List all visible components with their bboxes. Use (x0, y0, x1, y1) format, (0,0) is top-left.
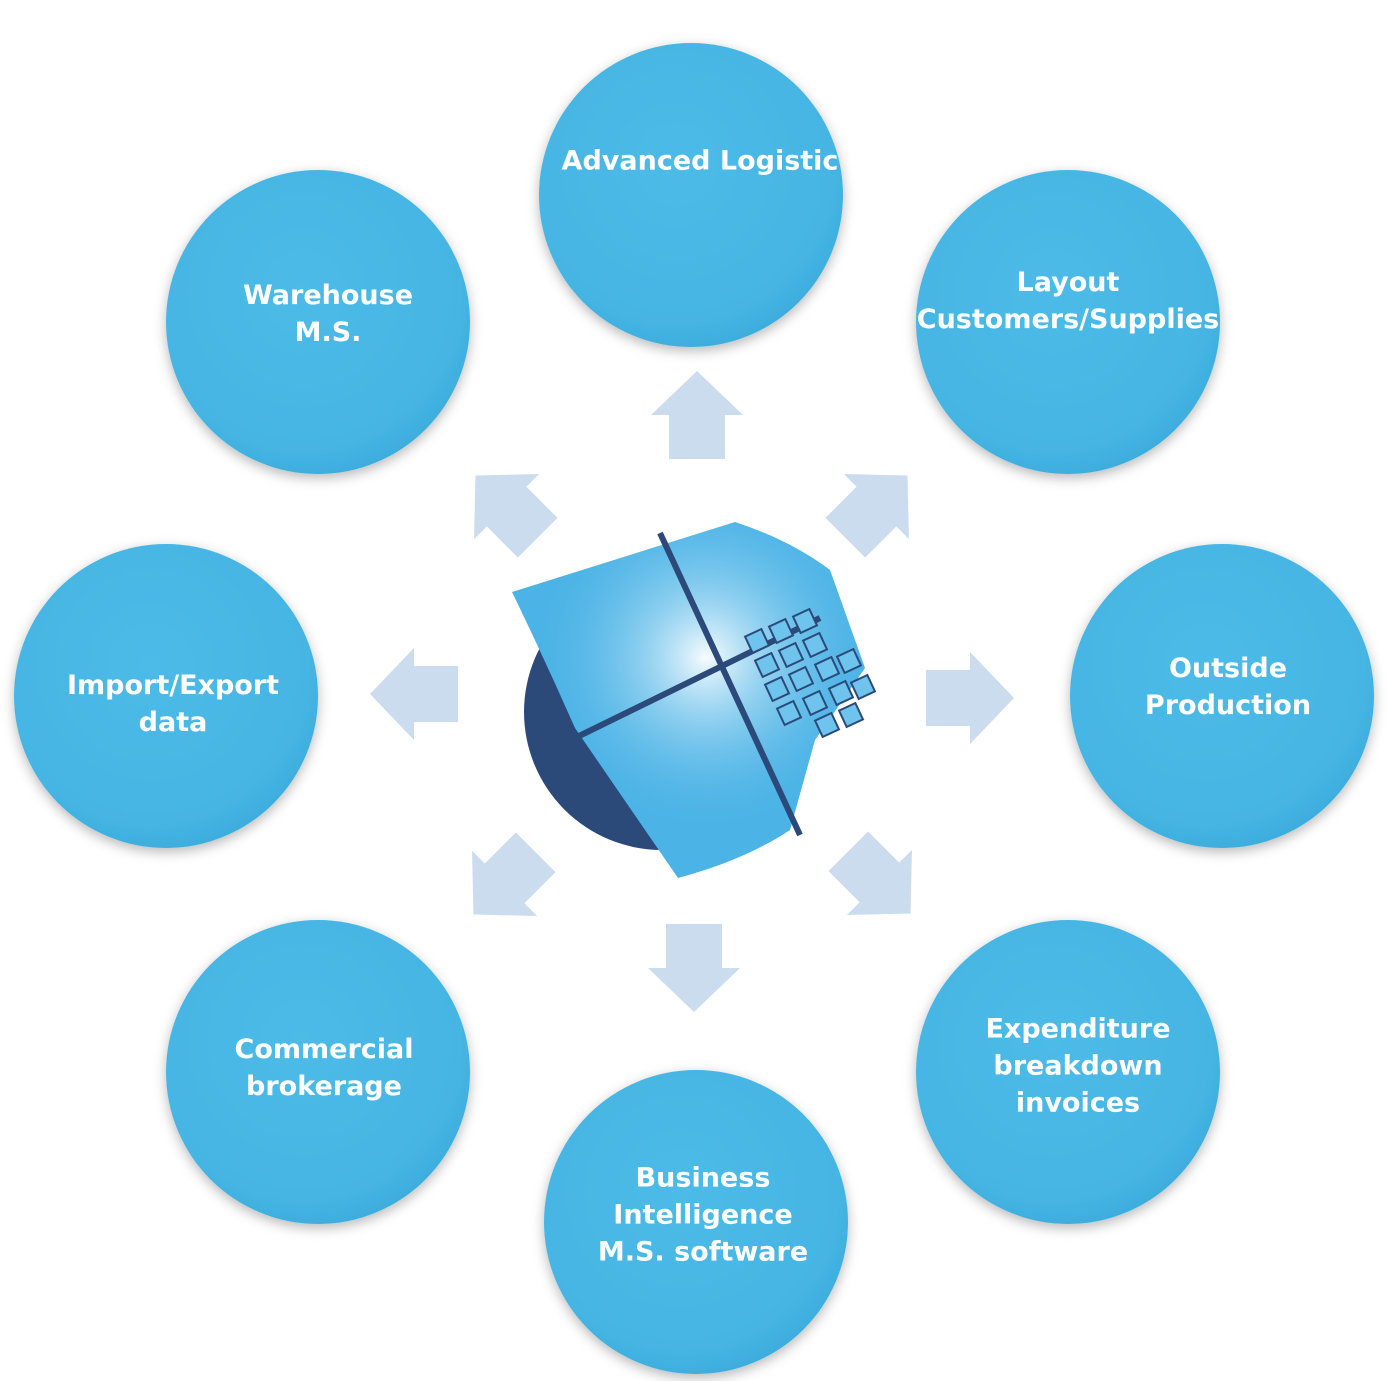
label-line: M.S. software (597, 1236, 809, 1268)
node-label-commercial-brokerage: Commercial brokerage (235, 1031, 414, 1105)
circle-expenditure-breakdown-invoices (916, 920, 1220, 1224)
arrow-down (648, 924, 740, 1012)
label-line: Business (635, 1162, 771, 1194)
label-line: Commercial (234, 1034, 414, 1065)
circle-commercial-brokerage (166, 920, 470, 1224)
arrow-up (651, 371, 743, 459)
node-label-import-export-data: Import/Export data (67, 667, 279, 741)
arrow-down-left (472, 832, 556, 916)
arrow-left (370, 648, 458, 740)
node-label-layout-customers-supplies: Layout Customers/Supplies (917, 264, 1219, 338)
label-line: Expenditure (985, 1013, 1171, 1045)
logo-cube-icon (480, 490, 880, 890)
node-circles (14, 43, 1374, 1374)
circle-business-intelligence (544, 1070, 848, 1374)
node-label-outside-production: Outside Production (1145, 650, 1311, 724)
arrow-down-right (828, 831, 912, 915)
node-label-business-intelligence: Business Intelligence M.S. software (598, 1160, 808, 1271)
node-label-expenditure-breakdown-invoices: Expenditure breakdown invoices (985, 1011, 1170, 1122)
circle-layout-customers-supplies (916, 170, 1220, 474)
arrow-right (926, 652, 1014, 744)
node-label-warehouse-ms: Warehouse M.S. (243, 277, 413, 351)
circle-import-export-data (14, 544, 318, 848)
label-line: brokerage (246, 1071, 402, 1102)
circle-warehouse-ms (166, 170, 470, 474)
label-line: data (138, 707, 208, 738)
label-line: Intelligence (613, 1199, 793, 1231)
label-line: invoices (1015, 1087, 1141, 1119)
arrows-group (370, 371, 1014, 1012)
circle-advanced-logistic (539, 43, 843, 347)
label-line: Advanced Logistic (561, 145, 839, 177)
label-line: Warehouse (242, 280, 414, 311)
label-line: Import/Export (66, 670, 280, 701)
node-label-advanced-logistic: Advanced Logistic (562, 143, 839, 180)
arrow-up-right (825, 474, 909, 558)
arrow-up-left (474, 474, 558, 558)
label-line: breakdown (993, 1050, 1163, 1082)
label-line: M.S. (294, 317, 362, 348)
label-line: Production (1144, 690, 1312, 721)
label-line: Customers/Supplies (916, 304, 1220, 335)
label-line: Outside (1168, 653, 1288, 684)
label-line: Layout (1016, 267, 1120, 298)
circle-outside-production (1070, 544, 1374, 848)
